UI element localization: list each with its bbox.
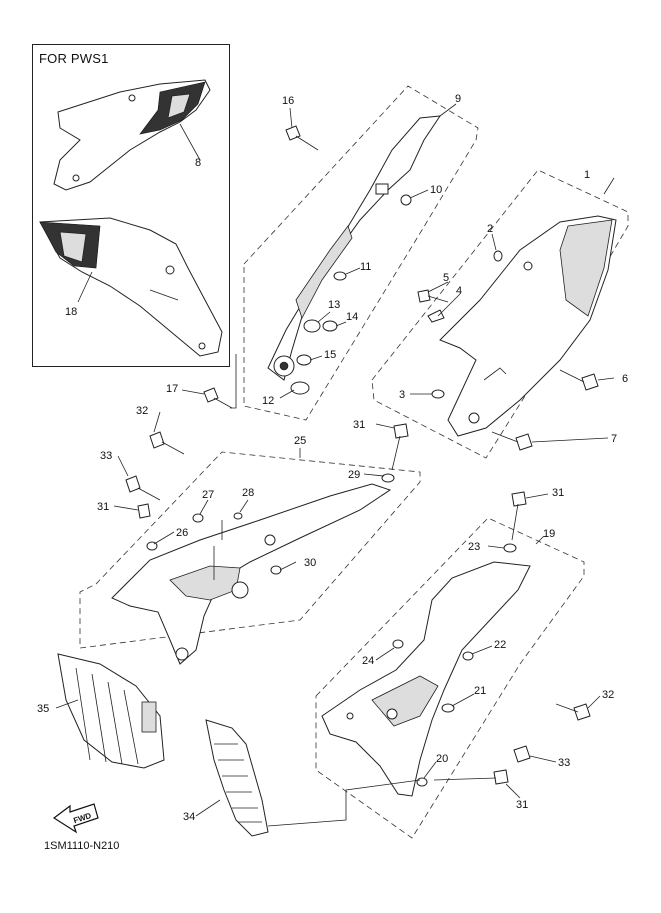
nut-27: [192, 513, 204, 523]
group-box-9: [243, 85, 479, 421]
bolt-32-upper: [149, 431, 185, 455]
callout-21: 21: [474, 685, 486, 697]
bolt-31-lower-right-top: [511, 491, 527, 541]
part-34-louver: [205, 719, 269, 837]
collar-30: [270, 565, 282, 575]
callout-7: 7: [611, 433, 617, 445]
callout-9: 9: [455, 93, 461, 105]
callout-5: 5: [443, 272, 449, 284]
callout-28: 28: [242, 487, 254, 499]
clip-20: [416, 777, 428, 787]
callout-24: 24: [362, 655, 374, 667]
washer-15: [296, 354, 312, 366]
bolt-33-upper: [125, 475, 161, 501]
callout-15: 15: [324, 349, 336, 361]
callout-3: 3: [399, 389, 405, 401]
callout-16: 16: [282, 95, 294, 107]
callout-18: 18: [65, 306, 77, 318]
callout-17: 17: [166, 383, 178, 395]
callout-19: 19: [543, 528, 555, 540]
callout-4: 4: [456, 285, 462, 297]
group-box-25: [79, 451, 421, 649]
callout-26: 26: [176, 527, 188, 539]
collar-3: [431, 389, 445, 399]
collar-28: [233, 512, 243, 520]
pws1-inset-box: FOR PWS1: [32, 44, 230, 367]
collar-22: [462, 651, 474, 661]
part-35-louver: [57, 653, 165, 769]
grommet-13: [303, 319, 321, 333]
collar-21: [441, 703, 455, 713]
part-1-side-cover: [439, 215, 617, 437]
callout-2: 2: [487, 223, 493, 235]
callout-29: 29: [348, 469, 360, 481]
callout-1: 1: [584, 169, 590, 181]
part-9-bracket: [267, 115, 442, 381]
callout-8: 8: [195, 157, 201, 169]
bolt-7: [491, 431, 533, 451]
washer-11: [333, 271, 347, 281]
bolt-31-left: [137, 503, 151, 519]
callout-23: 23: [468, 541, 480, 553]
bolt-31-mid: [391, 423, 409, 471]
bolt-31-lower-right-bottom: [433, 769, 509, 785]
callout-31-right-top: 31: [552, 487, 564, 499]
decal-part-8: [53, 79, 211, 191]
callout-31-right-bottom: 31: [516, 799, 528, 811]
callout-33-upper: 33: [100, 450, 112, 462]
callout-11: 11: [360, 261, 371, 273]
bolt-17: [203, 387, 233, 409]
callout-12: 12: [262, 395, 274, 407]
callout-25: 25: [294, 435, 306, 447]
callout-35: 35: [37, 703, 49, 715]
callout-22: 22: [494, 639, 506, 651]
callout-30: 30: [304, 557, 316, 569]
callout-34: 34: [183, 811, 195, 823]
callout-20: 20: [436, 753, 448, 765]
clip-4: [427, 309, 445, 323]
inset-title: FOR PWS1: [39, 51, 109, 66]
callout-10: 10: [430, 184, 442, 196]
group-box-19: [315, 517, 585, 839]
callout-32-upper: 32: [136, 405, 148, 417]
callout-27: 27: [202, 489, 214, 501]
bolt-16: [285, 125, 319, 151]
callout-14: 14: [346, 311, 358, 323]
damper-12: [290, 381, 310, 395]
leader-lines: [55, 103, 615, 817]
bolt-5: [417, 289, 449, 303]
collar-14: [322, 320, 338, 332]
nut-24: [392, 639, 404, 649]
nut-29: [381, 473, 395, 483]
bolt-32-lower: [555, 703, 591, 721]
callout-32-lower: 32: [602, 689, 614, 701]
link-line-34: [267, 779, 421, 827]
decal-part-18: [39, 217, 223, 357]
callout-31-left: 31: [97, 501, 109, 513]
nut-10: [400, 194, 412, 206]
fwd-arrow-icon: FWD: [52, 803, 99, 834]
callout-6: 6: [622, 373, 628, 385]
part-25-bracket: [111, 483, 392, 665]
callout-13: 13: [328, 299, 340, 311]
callout-31-mid: 31: [353, 419, 365, 431]
diagram-code: 1SM1110-N210: [44, 840, 120, 852]
bolt-33-lower: [513, 745, 531, 763]
link-line-17: [230, 354, 237, 409]
grommet-2: [493, 250, 503, 262]
callout-33-lower: 33: [558, 757, 570, 769]
part-19-side-panel: [321, 561, 531, 797]
nut-23: [503, 543, 517, 553]
bolt-6: [559, 369, 599, 391]
